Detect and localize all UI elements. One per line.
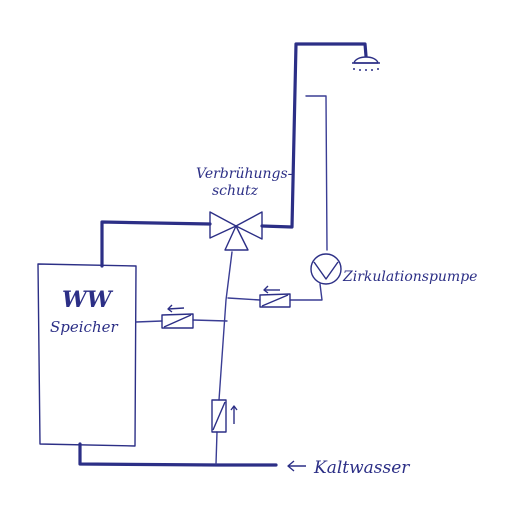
cold-water-label: Kaltwasser	[313, 458, 410, 478]
circulation-pump-icon	[310, 253, 342, 285]
shower-head-icon	[352, 56, 380, 71]
tank-outlet-pipe	[100, 220, 212, 268]
three-way-valve-icon	[209, 211, 263, 251]
scald-protection-label-line2: schutz	[212, 183, 259, 199]
cold-water-main-pipe	[78, 442, 278, 467]
circulation-return-pipe	[305, 95, 328, 251]
check-valve-icon	[259, 285, 291, 308]
circulation-pipes	[135, 95, 328, 465]
hot-water-pipes	[78, 42, 368, 467]
storage-label-ww: WW	[62, 287, 114, 313]
cold-inlet-check-valve-icon	[211, 399, 238, 433]
tank-branch-check-valve-icon	[161, 304, 194, 329]
shower-supply-pipe	[260, 42, 368, 229]
arrow-left-icon	[287, 460, 306, 472]
scald-protection-label-line1: Verbrühungs-	[196, 166, 293, 182]
circulation-pump-label: Zirkulationspumpe	[342, 269, 477, 285]
storage-label-speicher: Speicher	[50, 318, 118, 336]
tank-branch-pipe	[135, 320, 163, 323]
hot-water-storage-tank: WW Speicher	[37, 263, 137, 447]
cold-riser-pipe	[215, 431, 218, 465]
